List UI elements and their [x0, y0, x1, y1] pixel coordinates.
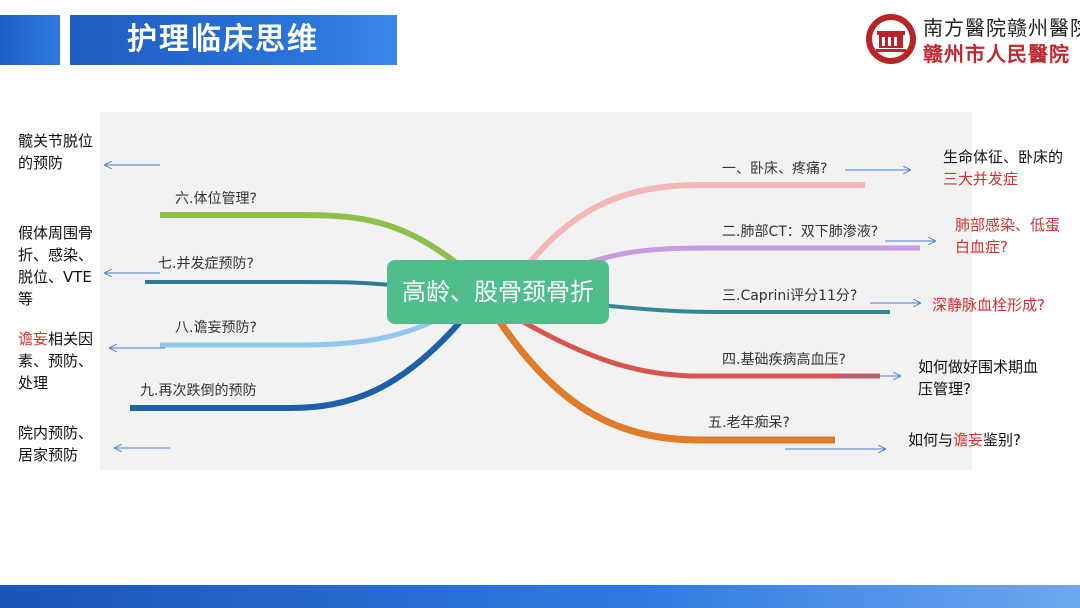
branch-curve-8: [160, 315, 442, 348]
left-note-4: 院内预防、居家预防: [18, 422, 98, 466]
left-note-2-text: 假体周围骨折、感染、脱位、VTE等: [18, 224, 94, 308]
branch-label-2: 二.肺部CT：双下肺渗液?: [722, 224, 879, 240]
right-note-5-highlight: 谵妄: [953, 431, 984, 449]
branch-curve-3: [599, 303, 890, 314]
hospital-logo-icon: [866, 14, 916, 64]
right-note-1-text: 生命体征、卧床的: [943, 148, 1064, 166]
branch-curve-5: [497, 320, 835, 444]
hospital-name-secondary: 赣州市人民醫院: [923, 42, 1070, 66]
hospital-name-primary: 南方醫院赣州醫院: [923, 16, 1080, 40]
branch-curve-9: [130, 320, 463, 411]
page-title: 护理临床思维: [127, 22, 319, 57]
header-title-bar: [70, 15, 397, 65]
branch-curve-6: [160, 212, 457, 265]
left-note-1: 髋关节脱位的预防: [18, 130, 93, 174]
branch-label-6: 六.体位管理?: [175, 191, 257, 207]
right-note-5-text: 如何与: [908, 431, 954, 449]
branch-label-5: 五.老年痴呆?: [708, 415, 790, 431]
right-note-3: 深静脉血栓形成?: [932, 294, 1077, 316]
left-note-4-text: 院内预防、居家预防: [18, 424, 94, 464]
right-note-5: 如何与谵妄鉴别?: [908, 429, 1076, 451]
right-note-2-highlight: 肺部感染、低蛋白血症?: [955, 216, 1061, 256]
left-note-2: 假体周围骨折、感染、脱位、VTE等: [18, 222, 100, 310]
right-note-2: 肺部感染、低蛋白血症?: [955, 214, 1065, 258]
right-note-4: 如何做好围术期血压管理?: [918, 356, 1043, 400]
branch-label-8: 八.谵妄预防?: [175, 320, 257, 336]
branch-curve-4: [518, 317, 880, 379]
right-note-5-tail: 鉴别?: [983, 431, 1021, 449]
left-note-3-highlight: 谵妄: [18, 330, 49, 348]
right-note-1-highlight: 三大并发症: [943, 170, 1019, 188]
branch-label-9: 九.再次跌倒的预防: [140, 383, 257, 399]
branch-curve-7: [145, 280, 391, 287]
left-note-3: 谵妄相关因素、预防、处理: [18, 328, 100, 394]
left-note-1-text: 髋关节脱位的预防: [18, 132, 94, 172]
branch-curve-1: [517, 182, 865, 277]
right-note-4-text: 如何做好围术期血压管理?: [918, 358, 1039, 398]
header-accent-block: [0, 15, 60, 65]
branch-label-4: 四.基础疾病高血压?: [722, 352, 846, 368]
right-note-3-highlight: 深静脉血栓形成?: [932, 296, 1045, 314]
branch-label-1: 一、卧床、疼痛?: [722, 161, 828, 177]
branch-label-3: 三.Caprini评分11分?: [722, 288, 858, 304]
footer-bar: [0, 585, 1080, 608]
right-note-1: 生命体征、卧床的三大并发症: [943, 146, 1071, 190]
center-topic-node: 高龄、股骨颈骨折: [387, 260, 609, 324]
left-note-3-text: 相关因素、预防、处理: [18, 330, 94, 392]
branch-label-7: 七.并发症预防?: [158, 256, 254, 272]
